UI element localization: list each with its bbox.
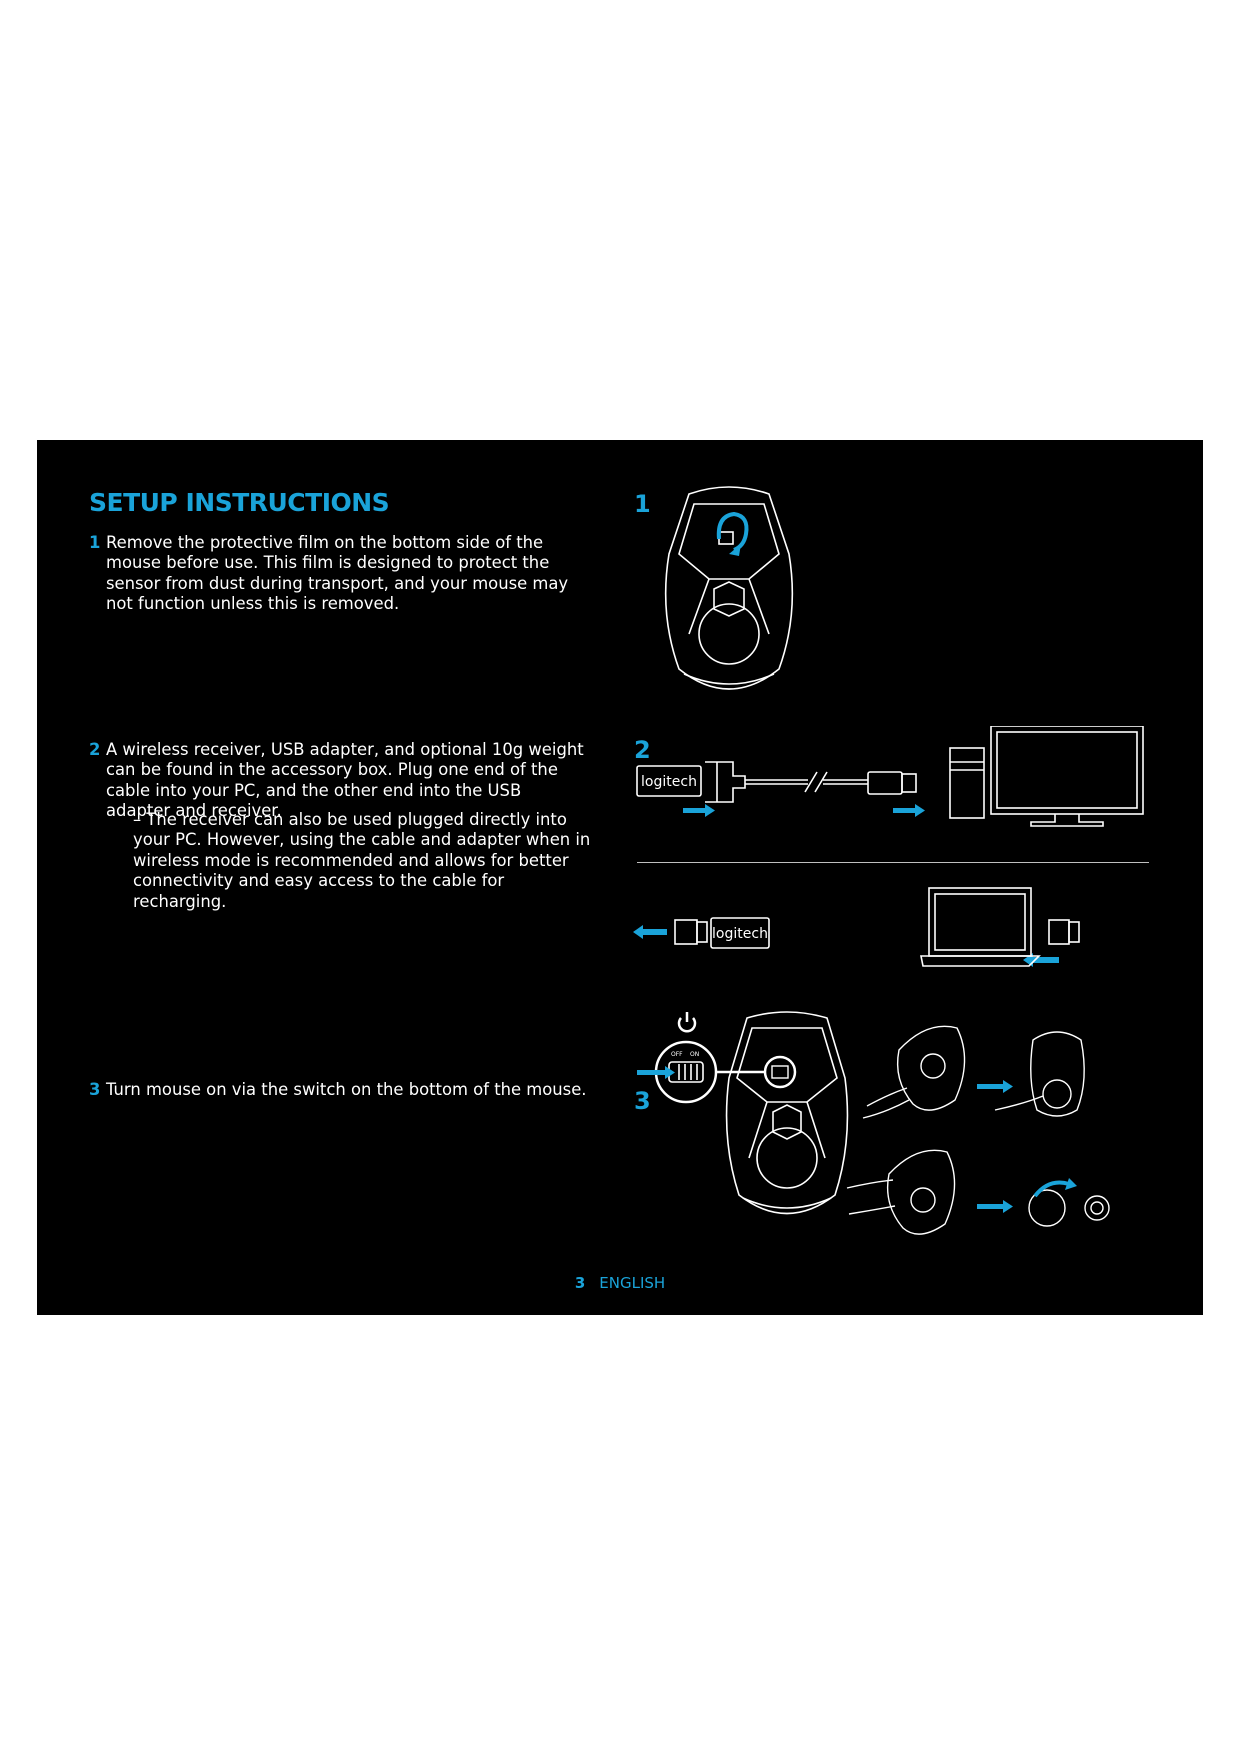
figure-1-number: 1 [634,490,651,518]
step-text: Turn mouse on via the switch on the bott… [106,1080,587,1099]
step-number: 2 [89,740,101,759]
page-number: 3 [574,1274,586,1292]
note-text: – The receiver can also be used plugged … [133,810,591,911]
setup-panel: SETUP INSTRUCTIONS 1 Remove the protecti… [37,440,1203,1315]
page-title: SETUP INSTRUCTIONS [89,488,390,517]
figure-2-number: 2 [634,736,651,764]
switch-off-label: OFF [671,1051,683,1058]
step-number: 3 [89,1080,101,1099]
mouse-bottom-illustration [664,486,794,690]
cable-connection-illustration: logitech [636,726,1144,827]
step-text: Remove the protective film on the bottom… [106,533,569,614]
step-3: 3 Turn mouse on via the switch on the bo… [89,1080,629,1100]
step-1: 1 Remove the protective film on the bott… [89,533,569,615]
step-2-note: – The receiver can also be used plugged … [133,810,593,912]
step-number: 1 [89,533,101,552]
power-switch-illustration: OFF ON [637,1011,1110,1235]
language-label: ENGLISH [599,1274,666,1292]
brand-logo-text: logitech [712,926,768,942]
brand-logo-text: logitech [641,774,697,790]
figure-3-number: 3 [634,1087,651,1115]
power-icon [677,1012,697,1033]
switch-on-label: ON [690,1051,699,1058]
step-2: 2 A wireless receiver, USB adapter, and … [89,740,589,822]
receiver-laptop-illustration: logitech [633,887,1080,967]
step-text: A wireless receiver, USB adapter, and op… [106,740,584,821]
page-footer: 3 ENGLISH [37,1274,1203,1292]
section-divider [637,862,1149,863]
